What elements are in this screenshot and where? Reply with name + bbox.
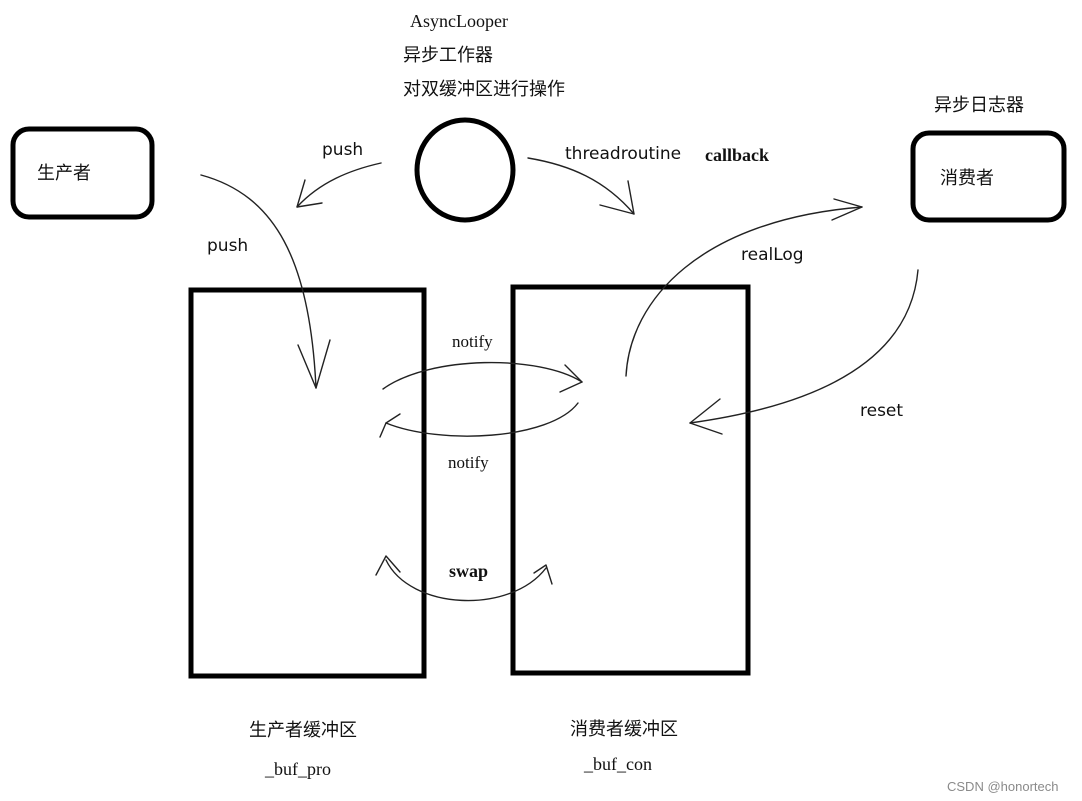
producer-buffer-caption: 生产者缓冲区 — [249, 720, 357, 741]
looper-desc-2: 对双缓冲区进行操作 — [403, 79, 565, 100]
consumer-box — [910, 130, 1067, 223]
producer-buffer-var: _buf_pro — [265, 759, 331, 779]
looper-desc-1: 异步工作器 — [403, 45, 493, 66]
swap-arrow — [385, 559, 547, 602]
notify-bottom-arrowhead — [379, 413, 401, 438]
consumer-buffer-rect — [510, 284, 751, 676]
reset-arrowhead — [689, 398, 723, 435]
looper-circle — [414, 117, 516, 223]
callback-label: callback — [705, 145, 770, 165]
producer-label: 生产者 — [37, 163, 91, 184]
reallog-arrowhead — [831, 198, 863, 221]
push-left-label: push — [207, 236, 249, 256]
notify-top-arrow — [382, 361, 583, 390]
push-top-label: push — [322, 140, 364, 160]
producer-buffer-rect — [188, 287, 427, 679]
reallog-label: realLog — [741, 245, 804, 265]
threadroutine-label: threadroutine — [565, 144, 682, 164]
push-producer-arrowhead — [297, 339, 331, 389]
reallog-arrow — [625, 206, 863, 377]
swap-label: swap — [449, 561, 489, 581]
watermark: CSDN @honortech — [947, 779, 1059, 794]
consumer-buffer-caption: 消费者缓冲区 — [570, 719, 678, 740]
threadroutine-arrowhead — [599, 180, 635, 215]
swap-right-arrowhead — [533, 564, 553, 585]
consumer-buffer-var: _buf_con — [584, 754, 652, 774]
reset-label: reset — [860, 401, 904, 421]
push-looper-arrow — [296, 162, 382, 208]
push-looper-arrowhead — [296, 179, 323, 208]
notify-bottom-label: notify — [448, 453, 489, 472]
reset-arrow — [689, 269, 919, 424]
threadroutine-arrow — [527, 157, 635, 215]
consumer-label: 消费者 — [940, 168, 994, 189]
push-producer-arrow — [200, 174, 317, 389]
logger-title: 异步日志器 — [934, 95, 1024, 116]
notify-top-arrowhead — [559, 364, 583, 393]
looper-name: AsyncLooper — [410, 11, 508, 31]
notify-top-label: notify — [452, 332, 493, 351]
notify-bottom-arrow — [385, 402, 579, 437]
swap-left-arrowhead — [375, 555, 401, 576]
producer-box — [10, 126, 155, 220]
